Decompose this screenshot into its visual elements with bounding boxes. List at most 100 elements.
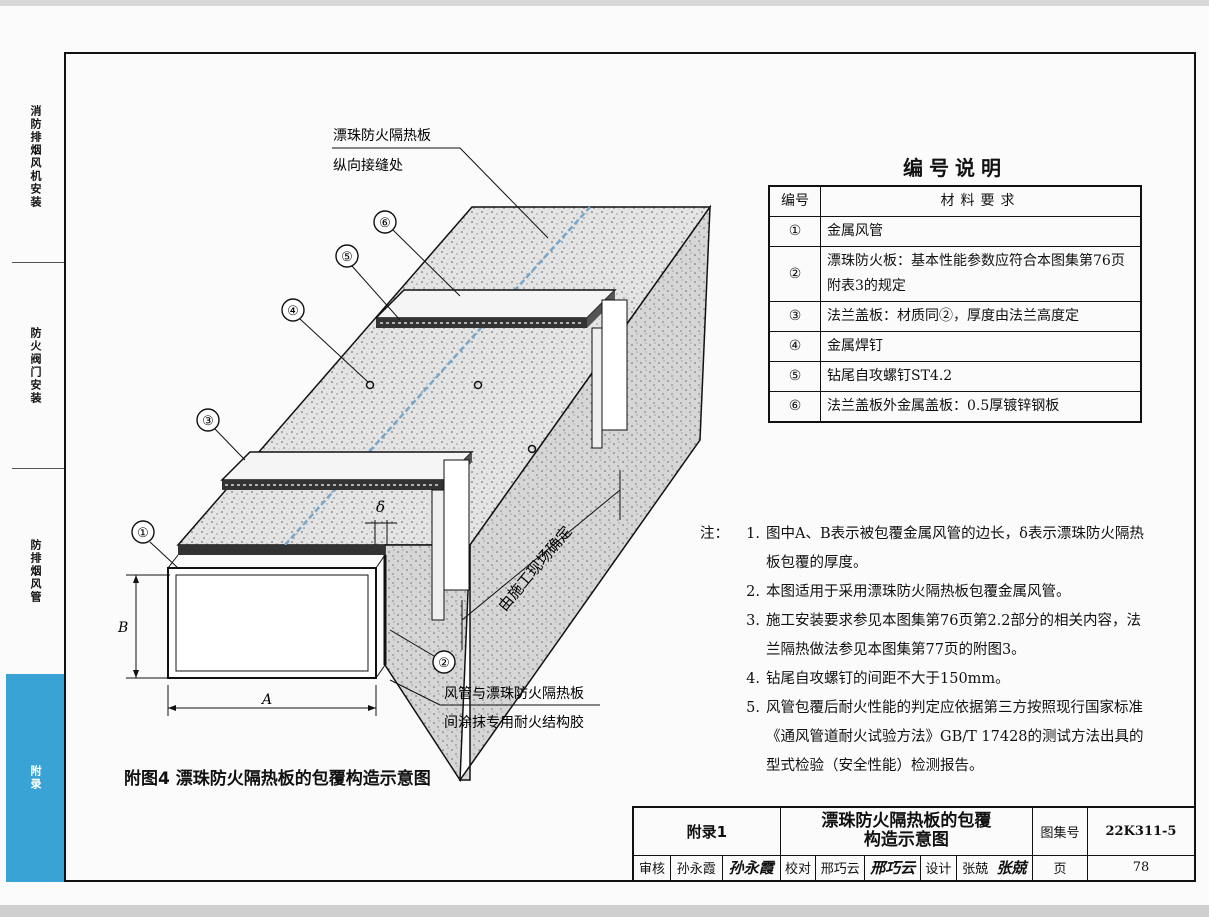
legend-title: 编号说明	[903, 156, 1007, 180]
legend-num: ⑤	[768, 361, 821, 392]
figure-caption: 附图4 漂珠防火隔热板的包覆构造示意图	[124, 769, 431, 789]
duct-opening	[167, 567, 377, 679]
tab-divider	[12, 262, 64, 263]
weld-stud	[473, 380, 483, 390]
callout-circle	[432, 650, 456, 674]
tab-fan-install[interactable]: 消防排烟风机安装	[6, 52, 64, 262]
callout-circle	[281, 298, 305, 322]
reviewer-name: 孙永霞	[670, 854, 723, 882]
flange-cover-front	[220, 451, 474, 481]
weld-stud	[527, 444, 537, 454]
checker-signature: 邢巧云	[864, 854, 922, 882]
review-label: 审核	[632, 854, 672, 882]
note-text: 本图适用于采用漂珠防火隔热板包覆金属风管。	[766, 584, 1071, 600]
note-number: 4.	[746, 671, 760, 687]
legend-num: ④	[768, 331, 821, 362]
legend-num: ①	[768, 216, 821, 247]
note-number: 3.	[746, 613, 760, 629]
drawing-title-line1: 漂珠防火隔热板的包覆	[821, 811, 992, 832]
note-item: 5. 风管包覆后耐火性能的判定应依据第三方按照现行国家标准《通风管道耐火试验方法…	[700, 694, 1150, 781]
note-text: 施工安装要求参见本图集第76页第2.2部分的相关内容，法兰隔热做法参见本图集第7…	[766, 613, 1142, 658]
legend-num: ⑥	[768, 391, 821, 423]
designer-signature: 张兢	[996, 859, 1027, 878]
title-block: 附录1 漂珠防火隔热板的包覆 构造示意图 图集号 22K311-5 审核 孙永霞…	[632, 806, 1196, 882]
callout-label: ④	[287, 304, 299, 319]
legend-text: 漂珠防火板：基本性能参数应符合本图集第76页附表3的规定	[820, 246, 1142, 302]
legend-header-row: 编号 材料要求	[768, 185, 1142, 217]
legend-row: ③ 法兰盖板：材质同②，厚度由法兰高度定	[768, 301, 1142, 332]
legend-num: ②	[768, 246, 821, 302]
scan-bottom-edge	[0, 905, 1209, 917]
legend-row: ⑥ 法兰盖板外金属盖板：0.5厚镀锌钢板	[768, 391, 1142, 423]
legend-col-num: 编号	[768, 185, 821, 217]
page-number: 78	[1087, 854, 1196, 882]
legend-table: 编号 材料要求 ① 金属风管 ② 漂珠防火板：基本性能参数应符合本图集第76页附…	[768, 185, 1142, 423]
callout-circle	[196, 408, 220, 432]
glue-label-1: 风管与漂珠防火隔热板	[444, 686, 584, 702]
notes-prefix: 注：	[700, 526, 729, 542]
weld-stud	[365, 380, 375, 390]
callout-label: ③	[202, 414, 214, 429]
seam-label-1: 漂珠防火隔热板	[333, 128, 431, 144]
note-item: 3. 施工安装要求参见本图集第76页第2.2部分的相关内容，法兰隔热做法参见本图…	[700, 607, 1150, 665]
callout-label: ①	[137, 526, 149, 541]
legend-row: ⑤ 钻尾自攻螺钉ST4.2	[768, 361, 1142, 392]
legend-text: 法兰盖板：材质同②，厚度由法兰高度定	[820, 301, 1142, 332]
note-text: 图中A、B表示被包覆金属风管的边长，δ表示漂珠防火隔热板包覆的厚度。	[766, 526, 1144, 571]
note-number: 2.	[746, 584, 760, 600]
tab-valve-install[interactable]: 防火阀门安装	[6, 263, 64, 468]
designer-name: 张兢	[962, 862, 989, 878]
callout-label: ②	[438, 656, 450, 671]
page-label: 页	[1032, 854, 1088, 882]
dim-delta-label: δ	[376, 498, 385, 516]
legend-text: 金属风管	[820, 216, 1142, 247]
legend-text: 钻尾自攻螺钉ST4.2	[820, 361, 1142, 392]
callout-label: ⑥	[379, 216, 391, 231]
callout-circle	[131, 520, 155, 544]
glue-label-2: 间涂抹专用耐火结构胶	[444, 714, 584, 731]
atlas-label: 图集号	[1032, 806, 1088, 856]
drawing-title: 漂珠防火隔热板的包覆 构造示意图	[779, 806, 1034, 856]
scan-top-edge	[0, 0, 1209, 6]
note-item: 4. 钻尾自攻螺钉的间距不大于150mm。	[700, 665, 1150, 694]
designer-block: 张兢 张兢	[955, 854, 1034, 882]
tab-label: 防排烟风管	[29, 539, 42, 604]
callout-circle	[335, 244, 359, 268]
drawing-frame	[64, 52, 1196, 882]
seam-label-2: 纵向接缝处	[333, 157, 403, 174]
legend-row: ① 金属风管	[768, 216, 1142, 247]
note-text: 钻尾自攻螺钉的间距不大于150mm。	[766, 671, 1010, 687]
tab-divider	[12, 468, 64, 469]
drawing-title-line2: 构造示意图	[863, 830, 949, 851]
reviewer-signature: 孙永霞	[721, 854, 781, 882]
atlas-number: 22K311-5	[1087, 806, 1196, 856]
legend-num: ③	[768, 301, 821, 332]
tab-smoke-duct[interactable]: 防排烟风管	[6, 469, 64, 674]
note-number: 1.	[746, 526, 760, 542]
design-label: 设计	[920, 854, 957, 882]
legend-col-req: 材料要求	[820, 185, 1142, 217]
tab-label: 附录	[29, 765, 42, 791]
legend-row: ④ 金属焊钉	[768, 331, 1142, 362]
notes-block: 注： 1. 图中A、B表示被包覆金属风管的边长，δ表示漂珠防火隔热板包覆的厚度。…	[700, 520, 1150, 781]
dim-a-label: A	[260, 692, 272, 708]
note-number: 5.	[746, 700, 760, 716]
callout-circle	[373, 210, 397, 234]
side-tabs: 消防排烟风机安装 防火阀门安装 防排烟风管 附录	[6, 52, 64, 882]
callout-label: ⑤	[341, 250, 353, 265]
tab-label: 消防排烟风机安装	[29, 105, 42, 209]
duct-side-face	[458, 204, 711, 781]
checker-name: 邢巧云	[815, 854, 866, 882]
note-text: 风管包覆后耐火性能的判定应依据第三方按照现行国家标准《通风管道耐火试验方法》GB…	[766, 700, 1144, 774]
check-label: 校对	[779, 854, 817, 882]
section-label: 附录1	[632, 806, 781, 856]
note-item: 2. 本图适用于采用漂珠防火隔热板包覆金属风管。	[700, 578, 1150, 607]
note-item: 注： 1. 图中A、B表示被包覆金属风管的边长，δ表示漂珠防火隔热板包覆的厚度。	[700, 520, 1150, 578]
tab-appendix[interactable]: 附录	[6, 674, 64, 882]
dim-b-label: B	[117, 620, 128, 636]
legend-text: 金属焊钉	[820, 331, 1142, 362]
tab-label: 防火阀门安装	[29, 326, 42, 405]
flange-cover-back	[374, 289, 617, 319]
flange-cover-back-edge	[376, 318, 587, 328]
